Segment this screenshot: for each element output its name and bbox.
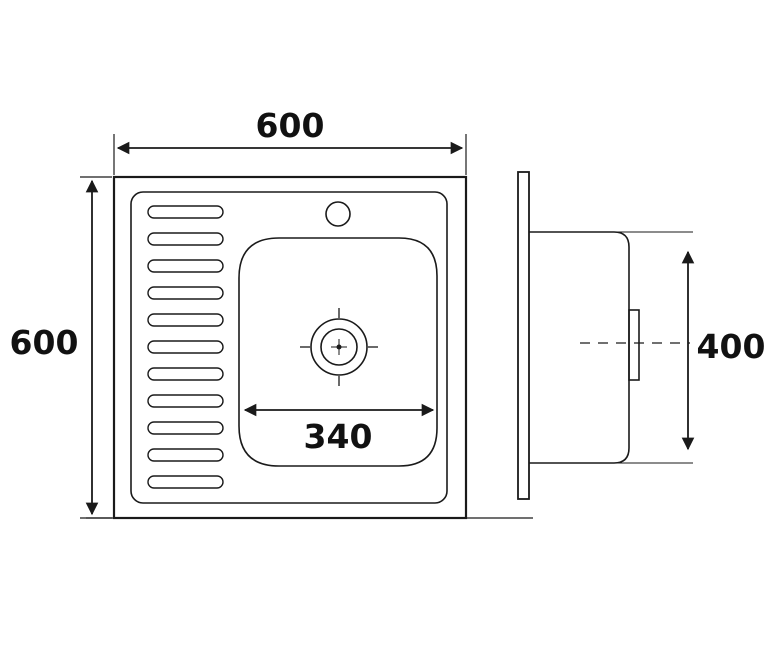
- groove: [147, 313, 224, 327]
- depth-label: 400: [697, 327, 766, 366]
- groove: [147, 205, 224, 219]
- groove: [147, 367, 224, 381]
- drainboard-grooves: [147, 205, 224, 489]
- drain: [300, 308, 378, 386]
- groove: [147, 475, 224, 489]
- groove: [147, 394, 224, 408]
- groove: [147, 286, 224, 300]
- width-dimension: 600: [113, 106, 467, 175]
- top-view: 600 600 340: [10, 106, 468, 520]
- side-flange: [517, 171, 530, 500]
- side-outlet: [628, 309, 640, 381]
- sink-bowl: [238, 237, 438, 467]
- bowl-width-dimension: 340: [243, 403, 435, 456]
- groove: [147, 232, 224, 246]
- side-view: 400: [517, 171, 766, 500]
- sink-inner-rim: [130, 191, 448, 504]
- height-label: 600: [10, 323, 79, 362]
- groove: [147, 340, 224, 354]
- height-dimension: 600: [10, 176, 112, 519]
- groove: [147, 259, 224, 273]
- tap-hole: [325, 201, 351, 227]
- width-label: 600: [256, 106, 325, 145]
- sink-outline: [112, 175, 468, 520]
- groove: [147, 421, 224, 435]
- depth-dimension: 400: [614, 231, 766, 464]
- bowl-width-label: 340: [304, 417, 373, 456]
- side-bowl: [529, 231, 630, 464]
- groove: [147, 448, 224, 462]
